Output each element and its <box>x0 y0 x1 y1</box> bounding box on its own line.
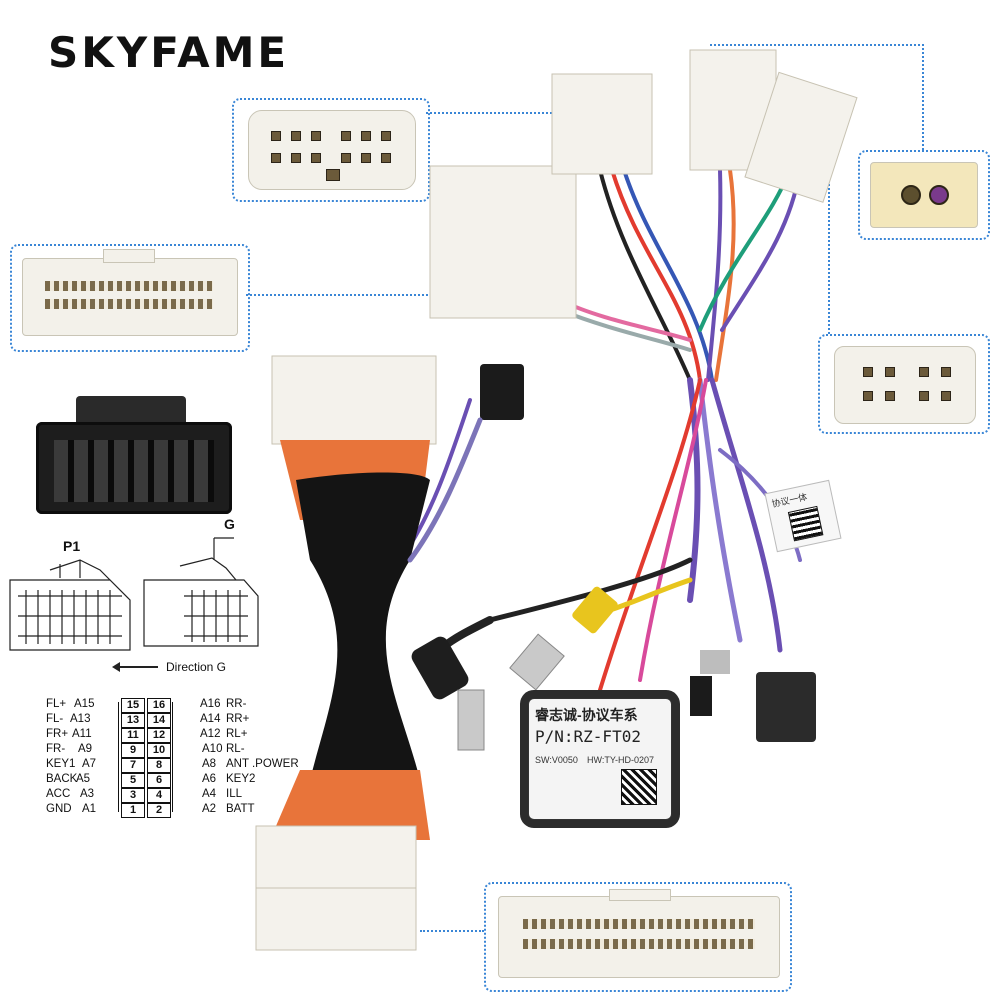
callout-top-left-plug <box>232 98 430 202</box>
pin-id-right: A16 <box>200 698 221 710</box>
pin-cell: 6 <box>147 773 171 788</box>
tag-text: 协议一体 <box>770 491 809 510</box>
pin-name-right: KEY2 <box>226 773 256 785</box>
direction-arrow-icon <box>118 666 158 668</box>
aux-black-connector <box>407 364 524 563</box>
pin-cell: 4 <box>147 788 171 803</box>
ribbon-harness <box>255 355 437 951</box>
pin-id-right: A12 <box>200 728 221 740</box>
pin-id-left: A5 <box>76 773 91 785</box>
cream-two-pin-plug <box>870 162 978 228</box>
pin-name-left: FR+ <box>46 728 69 740</box>
pin-cell: 2 <box>147 803 171 818</box>
wide-white-plug <box>22 249 238 336</box>
pin-name-left: FR- <box>46 743 66 755</box>
pin-id-right: A8 <box>202 758 217 770</box>
pinout-bracket-right <box>172 702 199 812</box>
pin-name-right: BATT <box>226 803 255 815</box>
direction-label: Direction G <box>166 660 227 674</box>
module-hw-version: HW:TY-HD-0207 <box>587 755 655 765</box>
pin-name-right: ILL <box>226 788 242 800</box>
pin-cell: 1 <box>121 803 145 818</box>
callout-leader <box>426 112 556 114</box>
callout-right-cream-plug <box>858 150 990 240</box>
pin-id-right: A6 <box>202 773 217 785</box>
pin-cell: 3 <box>121 788 145 803</box>
qr-code <box>621 769 657 805</box>
pin-name-right: ANT .POWER <box>226 758 299 770</box>
iso-connector-housing <box>36 396 232 516</box>
pin-name-left: GND <box>46 803 72 815</box>
small-white-plug <box>248 110 416 190</box>
pin-id-left: A13 <box>70 713 91 725</box>
pin-id-left: A7 <box>82 758 97 770</box>
pin-name-right: RL+ <box>226 728 248 740</box>
pin-id-left: A3 <box>80 788 95 800</box>
tag-qr-code <box>787 505 824 542</box>
callout-leader <box>420 930 484 932</box>
pin-cell: 8 <box>147 758 171 773</box>
pin-cell: 16 <box>147 698 171 713</box>
pinout-bracket-left <box>92 702 119 812</box>
pin-name-right: RR+ <box>226 713 250 725</box>
pin-name-left: KEY1 <box>46 758 76 770</box>
pin-id-left: A1 <box>82 803 97 815</box>
callout-leader <box>922 44 924 150</box>
brand-logo: SKYFAME <box>48 28 290 77</box>
pin-name-left: ACC <box>46 788 71 800</box>
p1-label: P1 <box>63 538 81 554</box>
pin-id-left: A11 <box>72 728 92 740</box>
pin-id-right: A4 <box>202 788 217 800</box>
module-sw-version: SW:V0050 <box>535 755 578 765</box>
pin-id-right: A14 <box>200 713 221 725</box>
direction-arrowhead-icon <box>112 662 120 672</box>
g-label: G <box>224 516 235 532</box>
pin-name-left: FL+ <box>46 698 67 710</box>
callout-left-wide-plug <box>10 244 250 352</box>
callout-bottom-wide-plug <box>484 882 792 992</box>
pin-cell: 7 <box>121 758 145 773</box>
pin-cell: 11 <box>121 728 145 743</box>
pin-name-right: RR- <box>226 698 247 710</box>
callout-right-small-plug <box>818 334 990 434</box>
pin-name-right: RL- <box>226 743 245 755</box>
callout-leader <box>246 294 432 296</box>
pin-name-left: BACK <box>46 773 78 785</box>
callout-leader <box>828 140 830 334</box>
module-title: 睿志诚-协议车系 <box>535 707 638 723</box>
pin-cell: 15 <box>121 698 145 713</box>
connector-sketches <box>9 537 259 651</box>
pin-cell: 5 <box>121 773 145 788</box>
pin-id-right: A2 <box>202 803 217 815</box>
pinout-diagram: FL+ A15 FL- A13 FR+ A11 FR- A9 KEY1 A7 B… <box>0 696 300 826</box>
pin-id-left: A9 <box>78 743 93 755</box>
wide-white-plug-bottom <box>498 889 780 978</box>
pin-cell: 12 <box>147 728 171 743</box>
pin-cell: 14 <box>147 713 171 728</box>
callout-leader <box>710 44 924 46</box>
antenna-adapter <box>411 616 494 751</box>
pin-name-left: FL- <box>46 713 64 725</box>
pin-id-left: A15 <box>74 698 95 710</box>
pin-cell: 10 <box>147 743 171 758</box>
pin-cell: 9 <box>121 743 145 758</box>
pin-id-right: A10 <box>202 743 223 755</box>
module-part-number: P/N:RZ-FT02 <box>535 727 641 746</box>
protocol-decoder-box: 睿志诚-协议车系 P/N:RZ-FT02 SW:V0050 HW:TY-HD-0… <box>528 698 672 820</box>
pin-cell: 13 <box>121 713 145 728</box>
small-white-plug-right <box>834 346 976 424</box>
p1-pins <box>18 590 122 644</box>
rca-connector <box>509 586 618 691</box>
top-connectors <box>429 49 858 319</box>
right-side-connectors <box>690 650 816 742</box>
